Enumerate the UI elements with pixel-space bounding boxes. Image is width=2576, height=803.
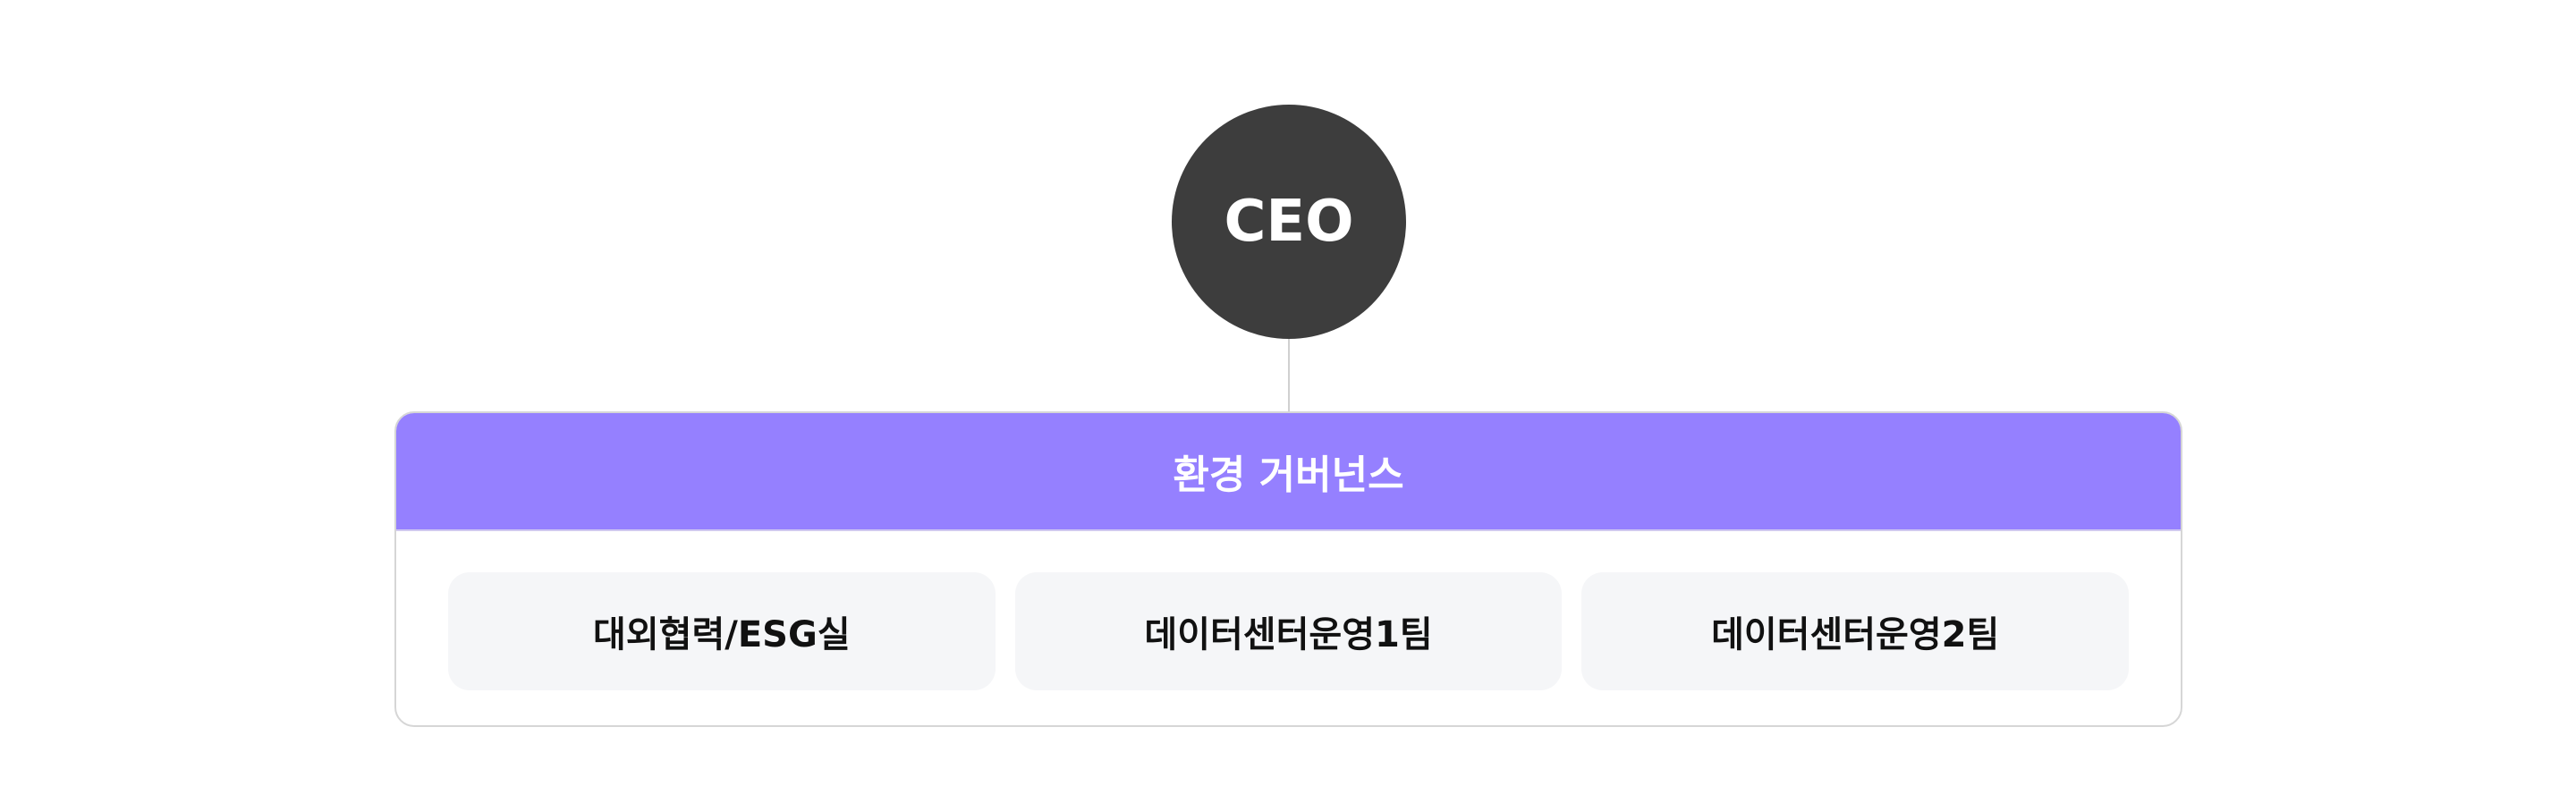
ceo-node: CEO: [1172, 105, 1406, 339]
team-card: 대외협력/ESG실: [448, 572, 996, 690]
ceo-label: CEO: [1224, 189, 1354, 255]
team-label: 데이터센터운영1팀: [1144, 614, 1433, 655]
team-card: 데이터센터운영2팀: [1581, 572, 2130, 690]
team-card: 데이터센터운영1팀: [1014, 572, 1563, 690]
connector-line: [1288, 339, 1290, 412]
team-label: 대외협력/ESG실: [593, 614, 851, 655]
team-label: 데이터센터운영2팀: [1711, 614, 2000, 655]
group-title: 환경 거버넌스: [1173, 452, 1404, 498]
group-header: 환경 거버넌스: [396, 413, 2181, 531]
group-environment-governance: 환경 거버넌스 대외협력/ESG실 데이터센터운영1팀 데이터센터운영2팀: [394, 411, 2182, 727]
